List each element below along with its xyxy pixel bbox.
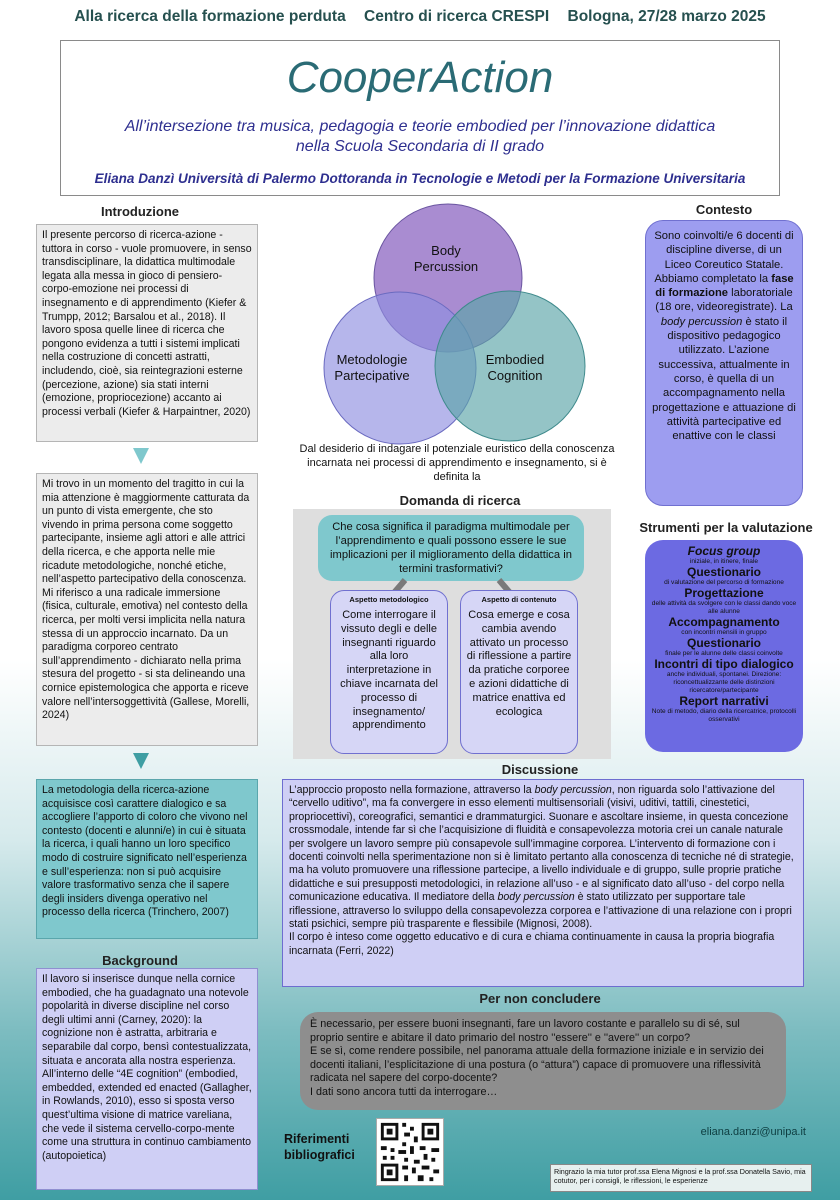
down-arrow-icon [133,448,149,464]
metodologia-box: La metodologia della ricerca-azione acqu… [36,779,258,939]
conclusion-text-3: I dati sono ancora tutti da interrogare… [310,1085,498,1098]
discussione-text-2: , non riguarda solo l’attivazione del “c… [289,784,794,904]
aspetto-contenuto-text: Cosa emerge e cosa cambia avendo attivat… [466,609,572,718]
title-box: CooperAction All’intersezione tra musica… [60,40,780,196]
introduzione-box-1: Il presente percorso di ricerca-azione -… [36,224,258,442]
research-center: Centro di ricerca CRESPI [364,8,550,25]
venn-diagram [323,203,586,445]
discussione-heading: Discussione [501,762,579,777]
thanks-box: Ringrazio la mia tutor prof.ssa Elena Mi… [550,1164,812,1192]
header-bar: Alla ricerca della formazione perduta Ce… [0,8,840,26]
strumento-title: Questionario [686,565,761,579]
subtitle-line-2: nella Scuola Secondaria di II grado [295,138,545,155]
strumento-note: Note di metodo, diario della ricercatric… [651,708,797,723]
discussione-italic-2: body percussion [497,891,575,904]
introduzione-box-2: Mi trovo in un momento del tragitto in c… [36,473,258,746]
strumento-title: Focus group [687,544,761,558]
contesto-box: Sono coinvolti/e 6 docenti di discipline… [645,220,803,506]
strumento-note: finale per le alunne delle classi coinvo… [665,650,783,657]
contesto-text-2: laboratoriale (18 ore, videoregistrate).… [655,287,793,314]
conclusion-text-2: E se sì, come rendere possibile, nel pan… [310,1045,764,1085]
discussione-text-1: L’approccio proposto nella formazione, a… [289,784,532,796]
contesto-text-bold: fase di formazione [655,272,794,300]
strumento-title: Report narrativi [679,694,769,708]
aspetto-metodologico-title: Aspetto metodologico [349,595,429,604]
background-heading: Background [102,953,178,968]
riferimenti-line-2: bibliografici [284,1148,355,1162]
contesto-heading: Contesto [695,202,753,217]
venn-label-left: Metodologie Partecipative [334,352,410,383]
research-question: Che cosa significa il paradigma multimod… [330,521,572,575]
introduzione-text-1: Il presente percorso di ricerca-azione -… [42,229,252,418]
venn-label-right: Embodied Cognition [485,352,545,383]
subtitle-line-1: All’intersezione tra musica, pedagogia e… [124,118,716,135]
research-question-box: Che cosa significa il paradigma multimod… [318,515,584,581]
thanks-text: Ringrazio la mia tutor prof.ssa Elena Mi… [554,1167,806,1186]
aspetto-metodologico-text: Come interrogare il vissuto degli e dell… [340,609,438,732]
qr-code-icon[interactable] [376,1118,444,1186]
strumento-note: iniziale, in itinere, finale [689,558,759,565]
background-box: Il lavoro si inserisce dunque nella corn… [36,968,258,1190]
venn-caption: Dal desiderio di indagare il potenziale … [299,443,615,483]
venn-circle-embodied [434,290,586,442]
contesto-text-1: Sono coinvolti/e 6 docenti di discipline… [654,230,794,285]
riferimenti-label: Riferimenti bibliografici [284,1131,374,1163]
conclusion-text-1: È necessario, per essere buoni insegnant… [310,1018,740,1044]
poster-title: CooperAction [286,53,554,102]
strumento-title: Progettazione [684,586,764,600]
discussione-text-3: è stato utilizzato per supportare tale r… [289,891,792,931]
aspetto-metodologico-box: Aspetto metodologico Come interrogare il… [330,590,448,754]
email-link[interactable]: eliana.danzi@unipa.it [700,1126,806,1138]
riferimenti-line-1: Riferimenti [284,1132,350,1146]
venn-label-top: Body Percussion [413,243,479,274]
discussione-box: L’approccio proposto nella formazione, a… [282,779,804,987]
strumento-title: Accompagnamento [668,615,780,629]
poster-subtitle: All’intersezione tra musica, pedagogia e… [71,117,769,157]
contesto-text-3: è stato il dispositivo pedagogico utiliz… [652,315,796,443]
background-text: Il lavoro si inserisce dunque nella corn… [42,973,252,1162]
introduzione-heading: Introduzione [101,204,179,219]
per-non-concludere-box: È necessario, per essere buoni insegnant… [300,1012,786,1110]
strumento-note: con incontri mensili in gruppo [681,629,767,636]
down-arrow-icon [133,753,149,769]
discussione-text-4: Il corpo è inteso come oggetto educativo… [289,931,775,957]
strumento-title: Questionario [686,636,761,650]
strumento-note: anche individuali, spontanei. Direzione:… [666,671,782,694]
per-non-concludere-heading: Per non concludere [479,991,601,1006]
strumento-note: delle attività da svolgere con le classi… [651,600,797,615]
discussione-italic-1: body percussion [534,784,612,796]
strumento-note: di valutazione del percorso di formazion… [664,579,784,586]
event-name: Alla ricerca della formazione perduta [74,8,346,25]
contesto-text-italic: body percussion [660,315,743,328]
metodologia-text: La metodologia della ricerca-azione acqu… [42,784,248,919]
author-line: Eliana Danzì Università di Palermo Dotto… [94,171,746,186]
aspetto-contenuto-box: Aspetto di contenuto Cosa emerge e cosa … [460,590,578,754]
strumento-title: Incontri di tipo dialogico [654,657,794,671]
introduzione-text-2: Mi trovo in un momento del tragitto in c… [42,478,250,722]
domanda-heading: Domanda di ricerca [399,493,521,508]
aspetto-contenuto-title: Aspetto di contenuto [481,595,557,604]
place-date: Bologna, 27/28 marzo 2025 [567,8,766,25]
strumenti-heading: Strumenti per la valutazione [639,520,813,535]
